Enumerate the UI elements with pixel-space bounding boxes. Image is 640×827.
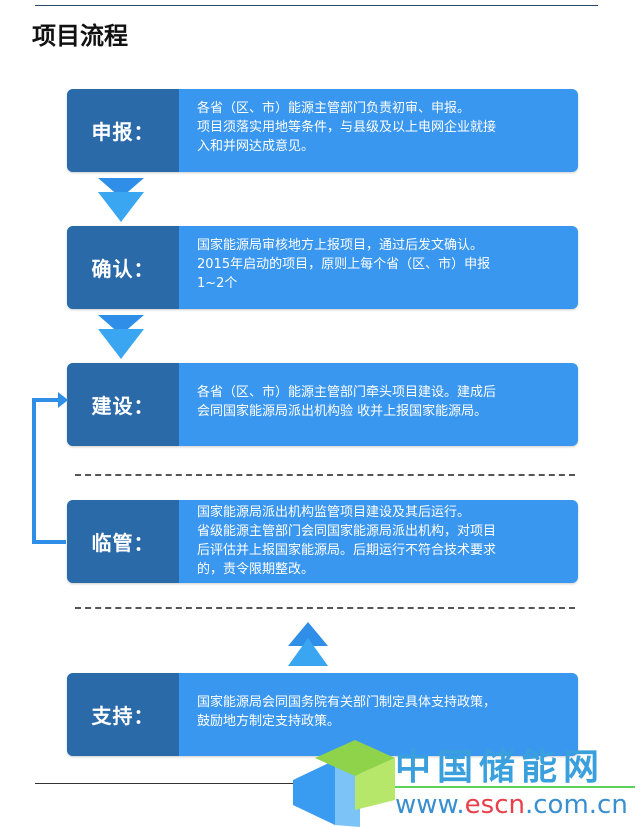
step-text: 1~2个 [197, 276, 238, 291]
up-arrow-icon [288, 622, 328, 666]
top-divider [35, 5, 598, 6]
step-build: 建设： 各省（区、市）能源主管部门牵头项目建设。建成后会同国家能源局派出机构验 … [67, 363, 578, 446]
step-text: 省级能源主管部门会同国家能源局派出机构，对项目 [197, 524, 497, 539]
watermark-url: www.escn.com.cn [395, 790, 628, 820]
step-support: 支持： 国家能源局会同国务院有关部门制定具体支持政策， 鼓励地方制定支持政策。 [67, 673, 578, 756]
dashed-divider [75, 607, 575, 609]
step-text: 后评估并上报国家能源局。后期运行不符合技术要求 [197, 543, 497, 558]
page-title: 项目流程 [32, 22, 128, 50]
step-text: 项目须落实用地等条件，与县级及以上电网企业就接 [197, 120, 497, 135]
step-confirm: 确认： 国家能源局审核地方上报项目，通过后发文确认。 2015年启动的项目，原则上… [67, 226, 578, 309]
watermark-underline [395, 786, 635, 788]
step-label: 申报： [67, 89, 179, 172]
step-label: 建设： [67, 363, 179, 446]
bottom-divider [35, 783, 390, 784]
step-text: 入和并网达成意见。 [197, 139, 315, 154]
escn-logo-icon [293, 740, 395, 827]
step-text: 鼓励地方制定支持政策。 [197, 714, 341, 729]
step-apply: 申报： 各省（区、市）能源主管部门负责初审、申报。项目须落实用地等条件，与县级及… [67, 89, 578, 172]
step-text: 国家能源局会同国务院有关部门制定具体支持政策， [197, 695, 497, 710]
watermark-name: 中国储能网 [395, 746, 606, 788]
step-text: 各省（区、市）能源主管部门牵头项目建设。建成后 [197, 385, 497, 400]
step-text: 会同国家能源局派出机构验 收并上报国家能源局。 [197, 404, 488, 419]
dashed-divider [75, 474, 575, 476]
step-supervise: 临管： 国家能源局派出机构监管项目建设及其后运行。省级能源主管部门会同国家能源局… [67, 500, 578, 583]
down-arrow-icon [98, 178, 144, 222]
step-text: 2015年启动的项目，原则上每个省（区、市）申报 [197, 257, 491, 272]
step-text: 国家能源局审核地方上报项目，通过后发文确认。 [197, 238, 484, 253]
step-text: 各省（区、市）能源主管部门负责初审、申报。 [197, 101, 471, 116]
step-text: 的，责令限期整改。 [197, 562, 315, 577]
down-arrow-icon [98, 315, 144, 359]
step-text: 国家能源局派出机构监管项目建设及其后运行。 [197, 505, 471, 520]
loop-arrow-icon [32, 392, 68, 544]
step-label: 确认： [67, 226, 179, 309]
step-label: 临管： [67, 500, 179, 583]
step-label: 支持： [67, 673, 179, 756]
